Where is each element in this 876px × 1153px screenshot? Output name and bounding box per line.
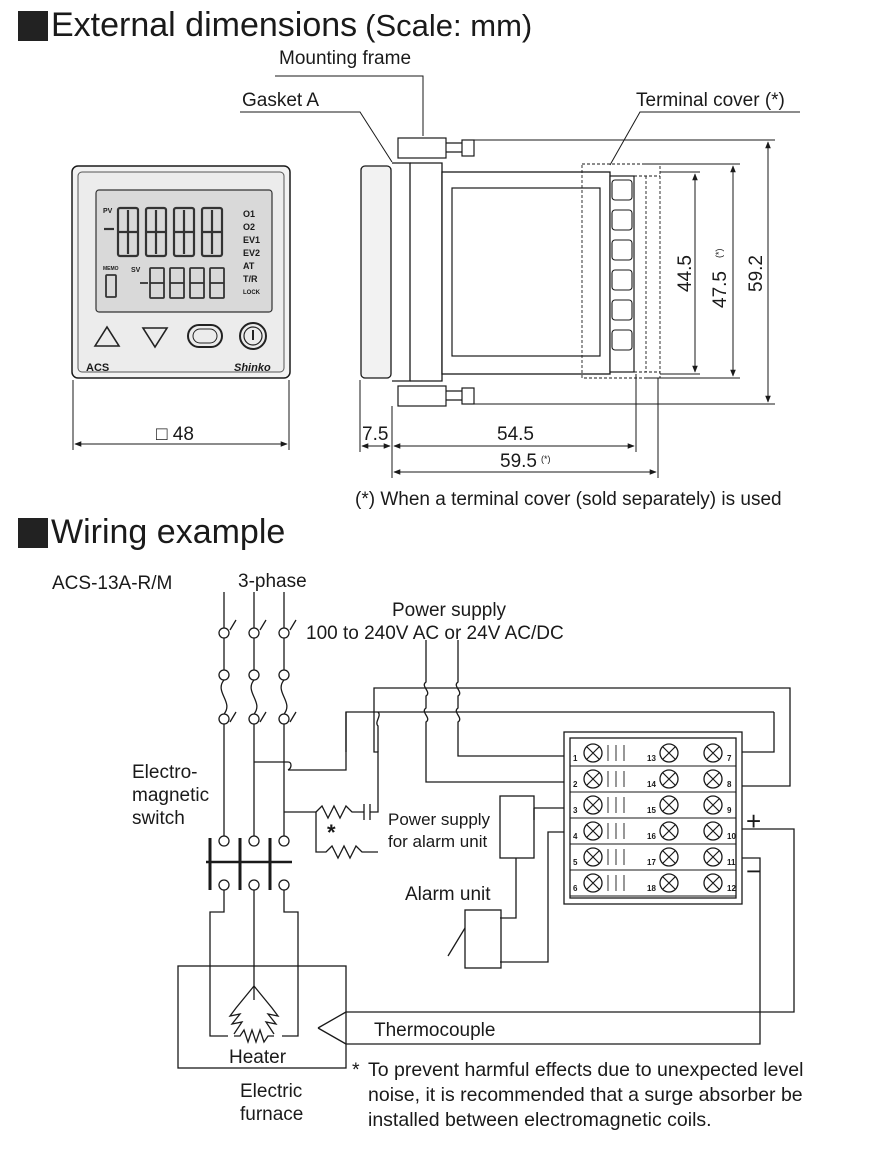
terminal-number: 14: [647, 780, 656, 789]
alarm-power-label-1: Power supply: [388, 810, 491, 829]
dimensions-scale: (Scale: mm): [365, 7, 533, 43]
wiring-diagram: 1 13 7 2 14 8 3 15 9 4 16 10 5 17 11 6 18 12: [177, 592, 795, 1069]
indicator-ev2: EV2: [243, 248, 260, 258]
brand-logo: Shinko: [234, 362, 271, 374]
terminal-number: 1: [573, 754, 578, 763]
sv-digits: [105, 267, 225, 299]
height-cover-label: 47.5: [710, 271, 731, 308]
dimensions-footnote: (*) When a terminal cover (sold separate…: [355, 489, 782, 510]
cover-depth-label: 59.5: [500, 451, 537, 472]
front-panel: PV SV MEMO O1: [71, 165, 291, 379]
surge-absorber-note: * To prevent harmful effects due to unex…: [352, 1058, 872, 1133]
gasket-label: Gasket A: [242, 90, 319, 111]
thermocouple-label: Thermocouple: [374, 1020, 495, 1041]
indicator-o2: O2: [243, 222, 255, 232]
em-switch-label-3: switch: [132, 808, 185, 829]
cover-depth-mark: (*): [541, 454, 551, 464]
power-key-icon[interactable]: [239, 322, 267, 350]
note-line-2: noise, it is recommended that a surge ab…: [368, 1084, 803, 1106]
terminal-number: 3: [573, 806, 578, 815]
height-total-label: 59.2: [746, 255, 767, 292]
alarm-unit-label: Alarm unit: [405, 884, 491, 905]
mode-key-icon[interactable]: [187, 324, 223, 348]
terminal-number: 17: [647, 858, 656, 867]
height-cover-mark: (*): [714, 249, 724, 259]
model-name: ACS-13A-R/M: [52, 573, 172, 594]
indicator-at: AT: [243, 261, 255, 271]
wiring-title: Wiring example: [51, 513, 286, 551]
terminal-number: 16: [647, 832, 656, 841]
dimensions-title: External dimensions: [51, 6, 358, 44]
indicator-tr: T/R: [243, 274, 258, 284]
body-depth-label: 54.5: [497, 424, 534, 445]
power-supply-label: Power supply: [392, 600, 507, 621]
indicator-ev1: EV1: [243, 235, 260, 245]
terminal-number: 2: [573, 780, 578, 789]
terminal-number: 9: [727, 806, 732, 815]
terminal-cover-label: Terminal cover (*): [636, 90, 785, 111]
plus-sign: +: [746, 806, 761, 836]
minus-sign: −: [746, 856, 761, 886]
sv-label: SV: [131, 267, 141, 274]
front-width-dimension: □ 48: [72, 380, 290, 450]
note-line-1: To prevent harmful effects due to unexpe…: [368, 1059, 804, 1081]
pv-digits: [104, 206, 224, 258]
terminal-number: 11: [727, 858, 736, 867]
heading-square-icon: [18, 517, 48, 548]
terminal-number: 7: [727, 754, 732, 763]
terminal-number: 15: [647, 806, 656, 815]
up-key-icon[interactable]: [93, 325, 121, 347]
dimensions-heading: External dimensions (Scale: mm): [18, 6, 532, 45]
furnace-label-1: Electric: [240, 1081, 302, 1102]
indicator-lock: LOCK: [243, 290, 261, 296]
terminal-number: 5: [573, 858, 578, 867]
terminal-number: 12: [727, 884, 736, 893]
terminal-number: 4: [573, 832, 578, 841]
terminal-number: 8: [727, 780, 732, 789]
em-switch-label-2: magnetic: [132, 785, 209, 806]
three-phase-label: 3-phase: [238, 571, 307, 592]
indicator-labels: O1 O2 EV1 EV2 AT T/R LOCK: [243, 209, 261, 296]
surge-absorber-asterisk: *: [327, 820, 336, 845]
model-label: ACS: [86, 362, 109, 374]
memo-label: MEMO: [103, 266, 119, 272]
side-view: [240, 75, 800, 478]
height-inner-label: 44.5: [675, 255, 696, 292]
wiring-heading: Wiring example: [18, 513, 285, 552]
note-line-3: installed between electromagnetic coils.: [368, 1109, 712, 1131]
mounting-frame-label: Mounting frame: [279, 48, 411, 69]
down-key-icon[interactable]: [141, 327, 169, 349]
terminal-screws: 1 13 7 2 14 8 3 15 9 4 16 10 5 17 11 6 18 12: [570, 743, 736, 897]
note-asterisk: *: [352, 1059, 360, 1081]
terminal-number: 18: [647, 884, 656, 893]
pv-label: PV: [103, 208, 113, 215]
terminal-number: 6: [573, 884, 578, 893]
terminal-number: 10: [727, 832, 736, 841]
heater-label: Heater: [229, 1047, 287, 1068]
terminal-number: 13: [647, 754, 656, 763]
power-range-label: 100 to 240V AC or 24V AC/DC: [306, 623, 564, 644]
alarm-power-label-2: for alarm unit: [388, 832, 487, 851]
furnace-label-2: furnace: [240, 1104, 303, 1125]
em-switch-label-1: Electro-: [132, 762, 197, 783]
gasket-depth-label: 7.5: [362, 424, 388, 445]
front-width-label: □ 48: [156, 424, 194, 445]
heading-square-icon: [18, 10, 48, 41]
indicator-o1: O1: [243, 209, 255, 219]
